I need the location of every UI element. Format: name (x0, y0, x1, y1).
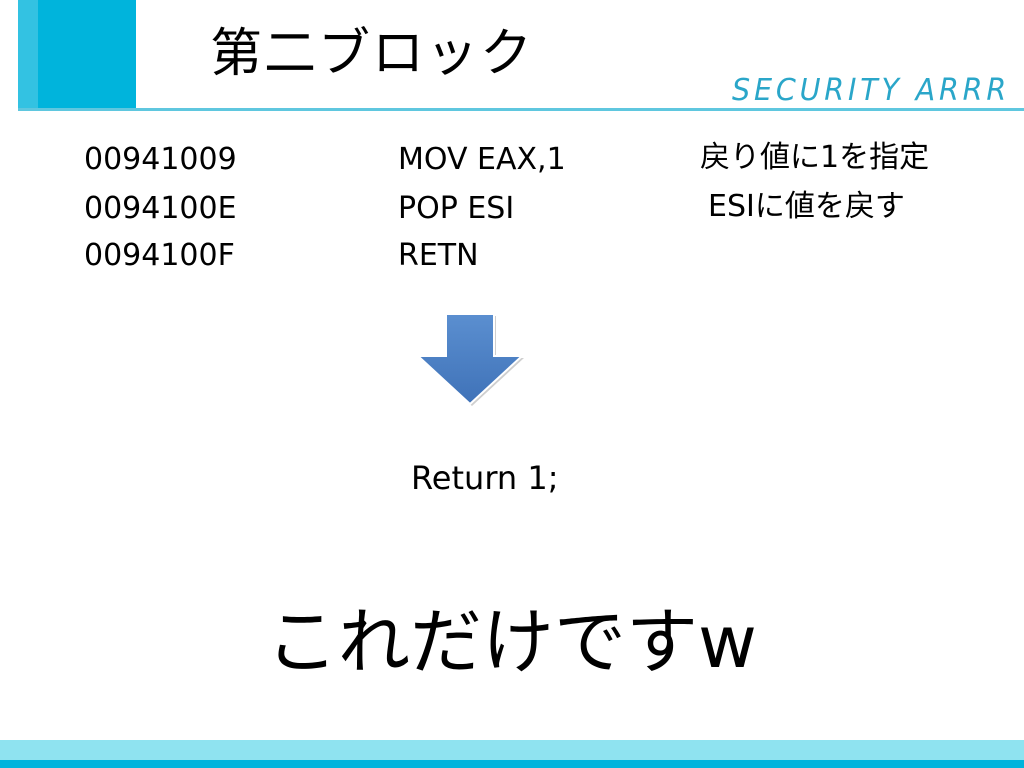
down-arrow-icon (415, 310, 526, 410)
code-instruction-2: POP ESI (398, 191, 515, 226)
footer-band (0, 740, 1024, 760)
security-logo: SECURITY ARRR (730, 66, 1016, 110)
code-address-1: 00941009 (84, 142, 237, 177)
code-address-3: 0094100F (84, 238, 235, 273)
code-instruction-3: RETN (398, 238, 479, 273)
code-instruction-1: MOV EAX,1 (398, 142, 566, 177)
code-address-2: 0094100E (84, 191, 237, 226)
footer-bottom-stripe (0, 760, 1024, 768)
result-text: Return 1; (411, 459, 559, 497)
code-comment-1: 戻り値に1を指定 (700, 140, 930, 175)
slide-title: 第二ブロック (210, 24, 535, 84)
closing-text: これだけですw (266, 600, 757, 684)
header-rule (18, 108, 1024, 111)
logo-text: SECURITY ARRR (732, 73, 1010, 108)
header-accent-stripe (18, 0, 38, 110)
code-comment-2: ESIに値を戻す (708, 189, 905, 224)
